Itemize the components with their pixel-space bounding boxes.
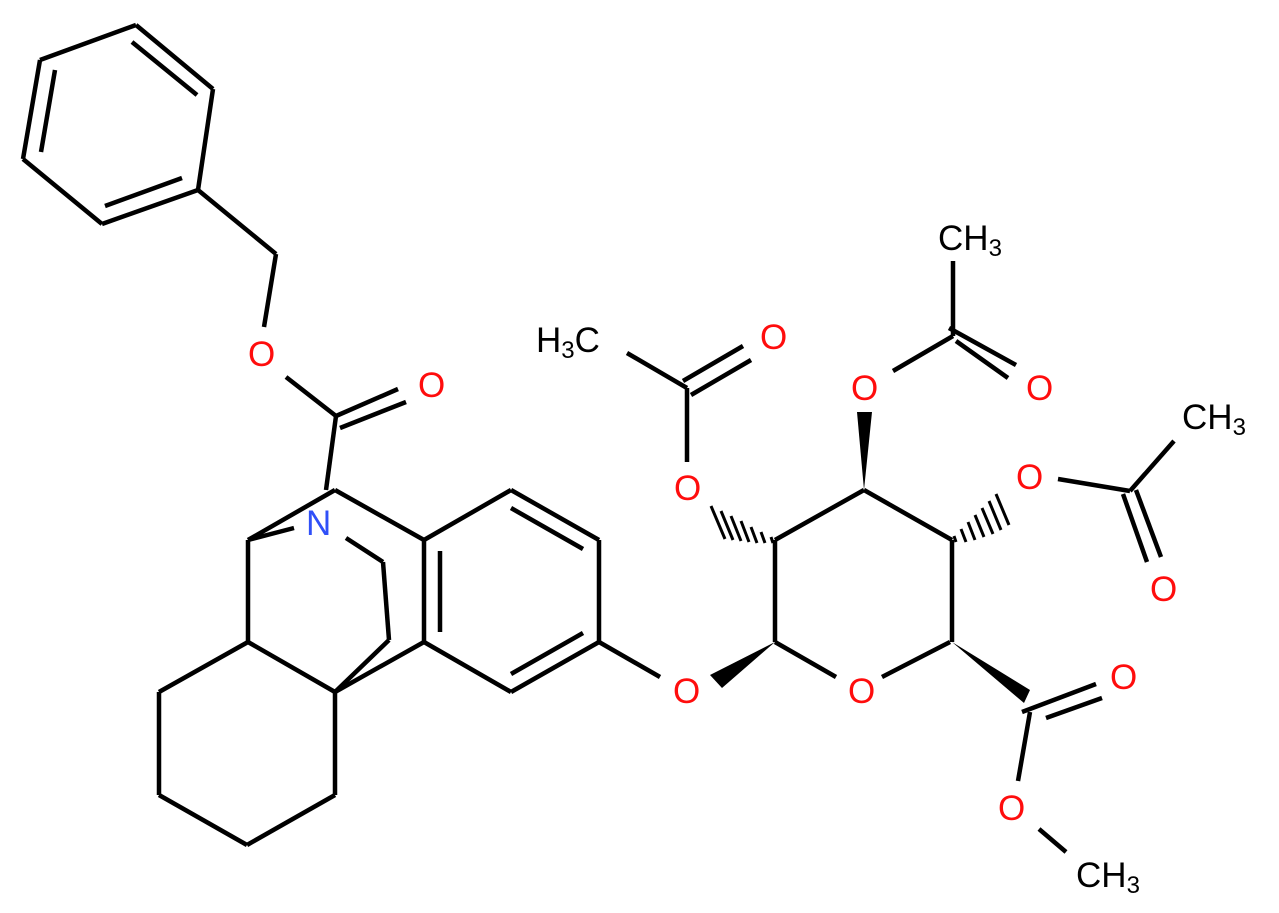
ester1-double-b — [689, 358, 753, 397]
ester3-double-a — [1120, 493, 1150, 563]
ester3-double-b — [1133, 489, 1164, 558]
methylester-c-o-bond — [1015, 711, 1033, 782]
methylester-double-a — [1021, 681, 1097, 715]
ester1-c-ch3-bond — [625, 351, 689, 390]
o-carbonyl-bond — [284, 375, 338, 418]
carbonyl-double-b — [339, 399, 407, 431]
atom-o-ester2-carbonyl: O — [1026, 369, 1053, 408]
atom-o-ester3: O — [1016, 458, 1043, 497]
atom-o-ring: O — [848, 672, 875, 711]
atom-ch3-top: CH3 — [938, 219, 1002, 262]
morphinan-core — [156, 488, 602, 847]
ester3-o-c-bond — [1057, 476, 1131, 494]
hashed-bond-c2 — [709, 505, 775, 544]
hashed-bond-c4 — [952, 493, 1011, 543]
atom-o-benzyl: O — [248, 335, 275, 374]
atom-o-ester3-carbonyl: O — [1150, 570, 1177, 609]
methylester-double-b — [1045, 695, 1103, 721]
ester2-o-c-bond — [891, 334, 955, 373]
atom-o-carbamate-carbonyl: O — [418, 366, 445, 405]
atom-o-ester1: O — [674, 469, 701, 508]
carbonyl-double-a — [335, 386, 399, 419]
atom-o-glycosidic: O — [673, 672, 700, 711]
carbonyl-n-bond — [323, 415, 339, 491]
phenyl-ring — [20, 22, 216, 227]
benzyl-ch2-bond — [196, 188, 278, 256]
ch2-o-bond — [261, 253, 279, 328]
atom-n-ring: N — [306, 504, 331, 543]
ester1-double-a — [681, 344, 745, 383]
c5-wedge — [952, 642, 1030, 703]
atom-o-ester1-carbonyl: O — [760, 318, 787, 357]
glucuronide-ring — [772, 488, 955, 680]
methylester-o-ch3-bond — [1037, 827, 1068, 854]
ester2-double-b — [954, 339, 1010, 380]
atom-ch3-right: CH3 — [1182, 398, 1246, 441]
c3-wedge — [857, 412, 872, 490]
atom-ch3-bottom: CH3 — [1076, 856, 1140, 899]
atom-o-ester2: O — [851, 369, 878, 408]
ester3-c-ch3-bond — [1128, 439, 1176, 493]
atom-h3c-label: H3C — [536, 321, 600, 364]
atom-o-methylester-carbonyl: O — [1110, 658, 1137, 697]
aryl-o-bond — [597, 640, 662, 679]
anomeric-wedge — [710, 642, 775, 688]
atom-o-methylester: O — [998, 789, 1025, 828]
ester2-double-a — [947, 326, 1018, 367]
